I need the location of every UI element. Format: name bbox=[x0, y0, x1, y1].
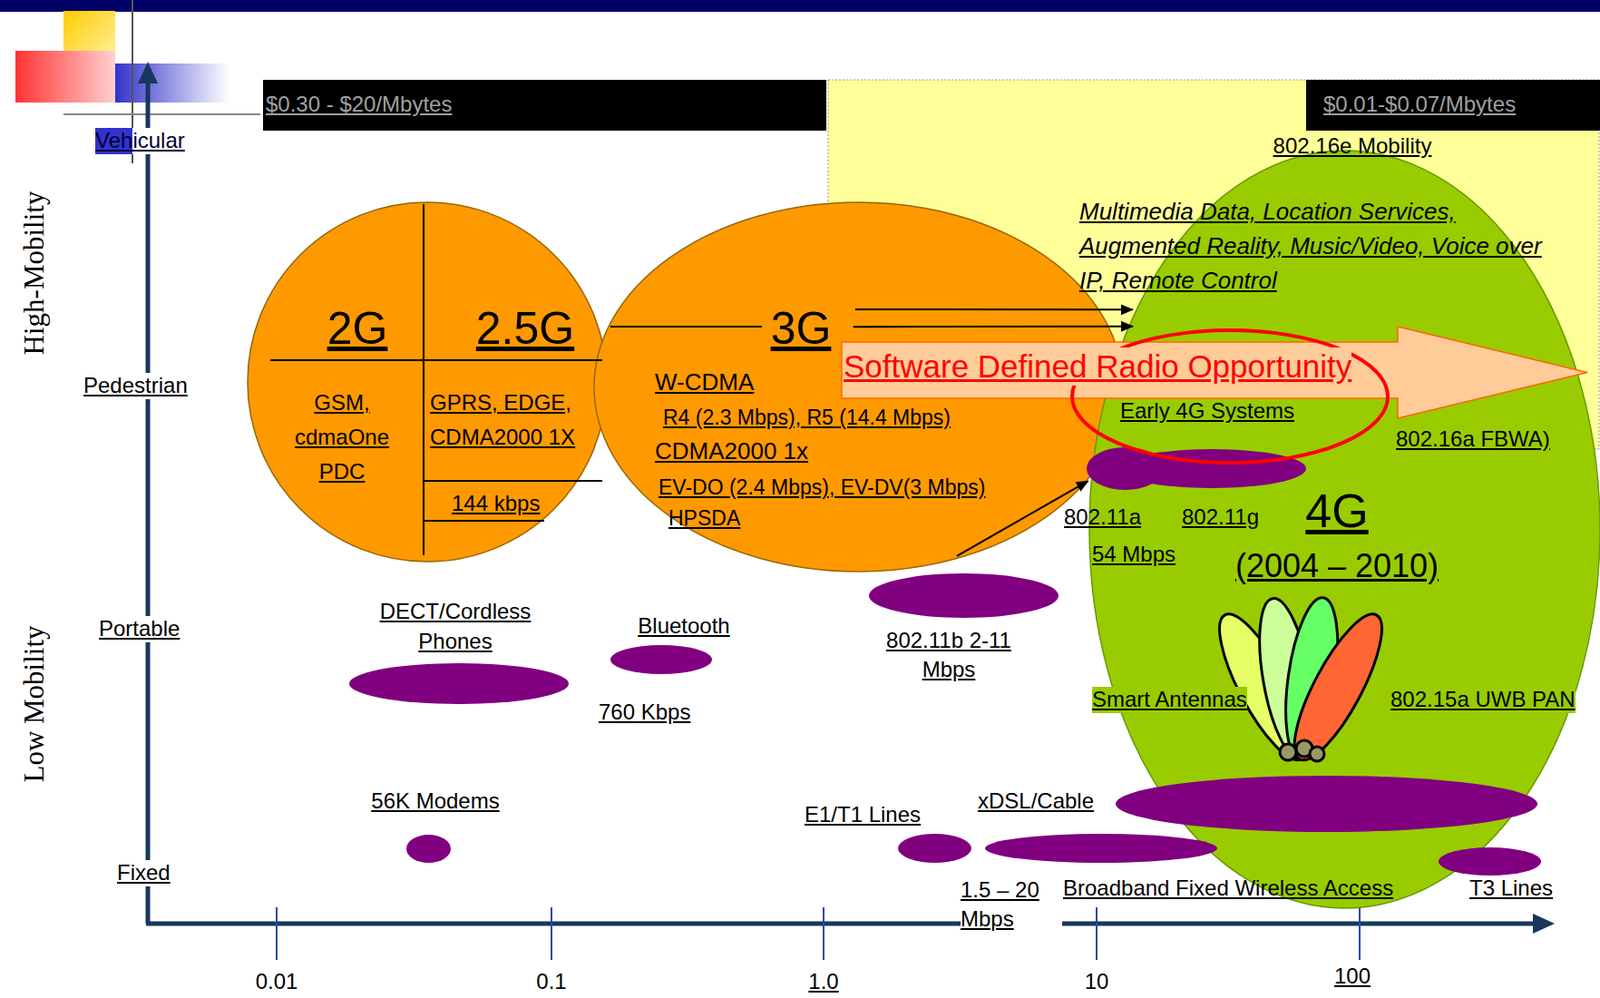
axis-or-note-label: Vehicular bbox=[95, 127, 186, 155]
node-text: R4 (2.3 Mbps), R5 (14.4 Mbps) bbox=[663, 405, 951, 431]
technology-ellipse: T3 Lines bbox=[1438, 847, 1542, 876]
node-text: T3 Lines bbox=[1469, 875, 1553, 902]
node-text: GSM, cdmaOne PDC bbox=[287, 385, 397, 489]
node-text: CDMA2000 1x bbox=[654, 437, 809, 466]
axis-or-note-label: 802.16a FBWA) bbox=[1395, 426, 1551, 453]
axis-or-note-label: 1.0 bbox=[808, 968, 839, 996]
axis-or-note-label: Portable bbox=[98, 615, 180, 643]
technology-ellipse: DECT/Cordless Phones bbox=[349, 663, 569, 704]
axis-or-note-label: 0.01 bbox=[255, 968, 299, 996]
connector-arrow bbox=[956, 480, 1089, 557]
technology-ellipse-outline bbox=[985, 833, 1218, 863]
connector-arrow bbox=[855, 308, 1133, 311]
technology-ellipse: 802.11b 2-11 Mbps bbox=[868, 573, 1059, 618]
axis-or-note-label: 0.1 bbox=[536, 968, 566, 996]
smart-antenna-beams bbox=[1203, 594, 1397, 771]
technology-ellipse: 56K Modems bbox=[406, 834, 451, 863]
technology-ellipse: Bluetooth760 Kbps bbox=[610, 644, 713, 674]
node-text: $0.30 - $20/Mbytes bbox=[265, 91, 452, 118]
deco-square bbox=[115, 63, 230, 103]
connector-arrow bbox=[853, 325, 1133, 328]
node-text: W-CDMA bbox=[654, 368, 754, 397]
technology-ellipse-shape bbox=[1115, 775, 1538, 832]
node-text: Bluetooth bbox=[637, 613, 730, 640]
node-text: Broadband Fixed Wireless Access bbox=[1063, 875, 1394, 902]
technology-ellipse-shape bbox=[349, 663, 569, 704]
node-text: 1.5 – 20 Mbps bbox=[960, 875, 1063, 934]
technology-ellipse-outline bbox=[1438, 847, 1542, 876]
deco-square bbox=[15, 50, 116, 103]
node-text: 4G bbox=[1305, 483, 1368, 538]
node-text: 802.11g bbox=[1181, 504, 1259, 531]
node-text: GPRS, EDGE, CDMA2000 1X bbox=[429, 385, 603, 455]
node-text: 54 Mbps bbox=[1092, 541, 1176, 568]
axis-arrowhead bbox=[1532, 913, 1555, 934]
axis-or-note-label: Multimedia Data, Location Services, Augm… bbox=[1079, 194, 1552, 298]
node-text: 144 kbps bbox=[451, 490, 540, 518]
y-axis bbox=[146, 81, 151, 924]
node-text: EV-DO (2.4 Mbps), EV-DV(3 Mbps) bbox=[658, 475, 986, 501]
node-text: 2.5G bbox=[476, 302, 575, 354]
axis-or-note-label: Smart Antennas bbox=[1092, 686, 1248, 713]
node-text: DECT/Cordless Phones bbox=[364, 595, 547, 656]
node-text: Early 4G Systems bbox=[1120, 398, 1295, 425]
axis-or-note-label: 802.15a UWB PAN bbox=[1390, 686, 1576, 713]
technology-ellipse-outline bbox=[406, 834, 451, 863]
generation-ellipse-outline bbox=[247, 202, 607, 562]
technology-ellipse-shape bbox=[1117, 448, 1307, 488]
axis-arrowhead bbox=[137, 61, 158, 84]
node-text: $0.01-$0.07/Mbytes bbox=[1323, 91, 1516, 118]
node-text: xDSL/Cable bbox=[977, 788, 1094, 815]
axis-or-note-label: Low Mobility bbox=[17, 624, 51, 782]
node-text: HPSDA bbox=[668, 506, 741, 532]
technology-ellipse-outline bbox=[349, 663, 569, 704]
axis-or-note-label: Pedestrian bbox=[83, 372, 188, 400]
technology-ellipse-outline bbox=[610, 644, 713, 674]
x-axis bbox=[146, 921, 1533, 927]
node-text: 2G bbox=[327, 302, 389, 354]
node-text: 802.11b 2-11 Mbps bbox=[885, 625, 1013, 684]
technology-ellipse-shape bbox=[1438, 847, 1542, 876]
node-text: 3G bbox=[770, 302, 832, 354]
highlight-ring bbox=[1072, 330, 1388, 463]
node-text: E1/T1 Lines bbox=[804, 801, 921, 829]
node-text: Software Defined Radio Opportunity bbox=[843, 347, 1352, 386]
generation-ellipse-outline bbox=[1089, 150, 1600, 908]
price-bar: $0.30 - $20/Mbytes bbox=[263, 79, 827, 131]
node-text: (2004 – 2010) bbox=[1235, 546, 1439, 586]
axis-ticks bbox=[276, 907, 1360, 960]
title-band bbox=[0, 0, 1600, 12]
axis-or-note-label: 802.16e Mobility bbox=[1273, 133, 1433, 160]
technology-ellipse-outline bbox=[868, 573, 1059, 618]
node-text: 802.11a bbox=[1063, 504, 1142, 531]
technology-ellipse: Early 4G Systems802.11g bbox=[1117, 448, 1307, 488]
axis-or-note-label: 100 bbox=[1334, 963, 1371, 990]
deco-square bbox=[63, 10, 116, 62]
price-bar-outline bbox=[1306, 79, 1600, 131]
node-text: 760 Kbps bbox=[598, 699, 691, 726]
technology-ellipse-outline bbox=[897, 833, 972, 863]
axis-or-note-label: Fixed bbox=[117, 859, 171, 887]
axis-or-note-label: High-Mobility bbox=[17, 191, 51, 356]
technology-ellipse-shape bbox=[610, 644, 713, 674]
technology-ellipse-shape bbox=[897, 833, 972, 863]
price-bar-outline bbox=[263, 79, 827, 131]
divider-lines bbox=[270, 204, 762, 556]
technology-ellipse-outline bbox=[1117, 448, 1307, 488]
axis-or-note-label: 10 bbox=[1084, 968, 1110, 996]
node-text: 56K Modems bbox=[370, 788, 499, 815]
technology-ellipse-outline bbox=[1115, 775, 1538, 832]
technology-ellipse: E1/T1 Lines bbox=[897, 833, 972, 863]
technology-ellipse-shape bbox=[406, 834, 451, 863]
technology-ellipse-shape bbox=[985, 833, 1218, 863]
generation-ellipse-shape bbox=[247, 202, 607, 562]
technology-ellipse-shape bbox=[868, 573, 1059, 618]
technology-ellipse: xDSL/Cable1.5 – 20 Mbps bbox=[985, 833, 1218, 863]
price-bar: $0.01-$0.07/Mbytes bbox=[1306, 79, 1600, 131]
technology-ellipse: Broadband Fixed Wireless Access bbox=[1115, 775, 1538, 832]
deco-line bbox=[63, 113, 261, 116]
generation-ellipse: 2G 2.5G GSM, cdmaOne PDC GPRS, EDGE, CDMA20… bbox=[247, 202, 607, 562]
